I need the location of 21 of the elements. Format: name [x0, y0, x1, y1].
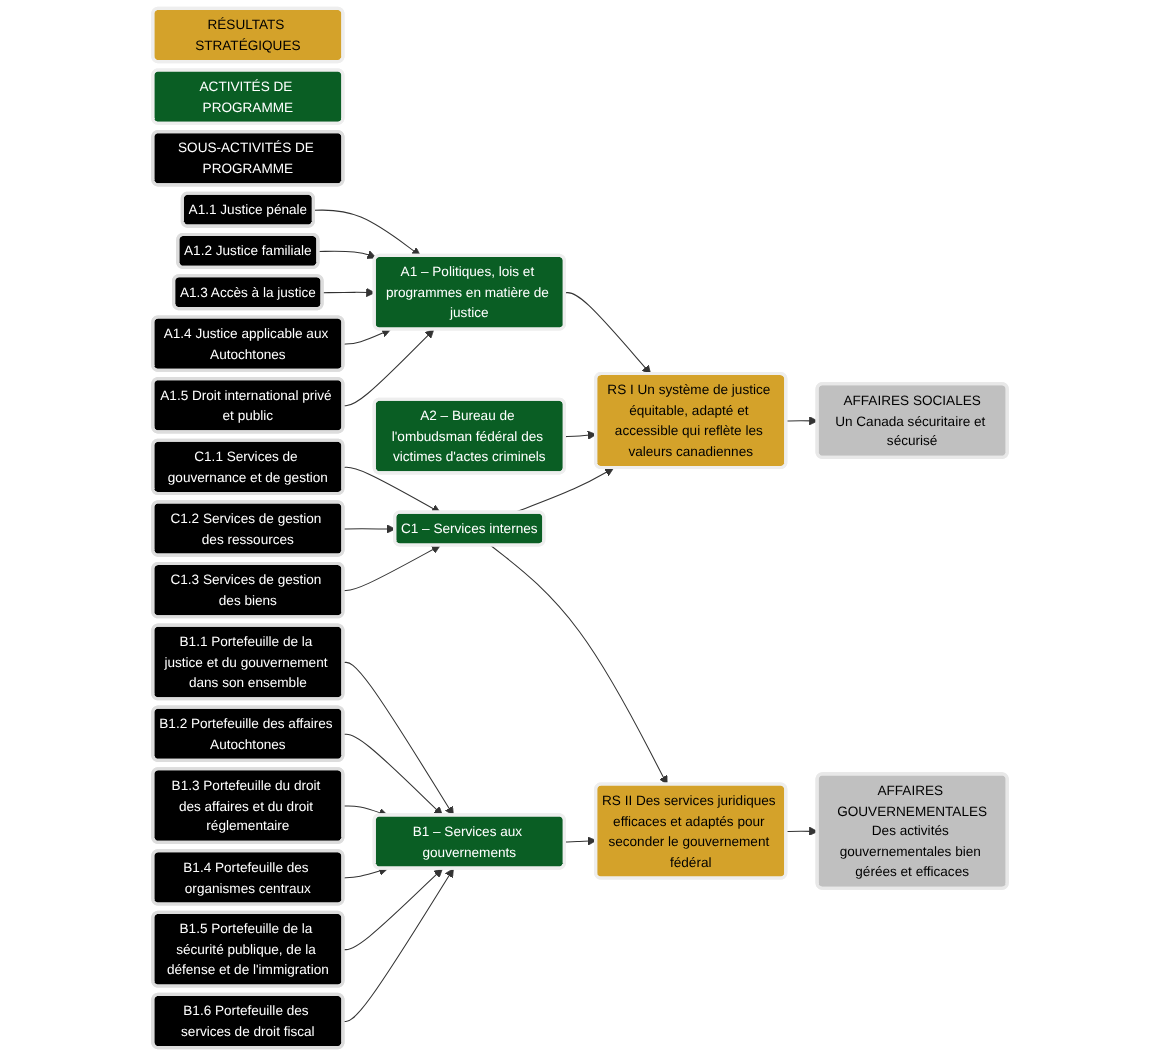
arrow — [317, 250, 377, 259]
arrow — [342, 733, 443, 816]
arrow — [342, 866, 389, 879]
arrow — [313, 209, 421, 257]
arrow — [564, 836, 597, 846]
arrow — [564, 430, 597, 440]
arrow — [342, 868, 454, 1023]
arrow — [342, 545, 441, 592]
arrow — [342, 868, 443, 951]
arrow — [564, 292, 652, 375]
arrow — [490, 545, 668, 785]
arrow — [342, 524, 396, 534]
arrow — [342, 329, 435, 407]
arrow — [785, 826, 819, 836]
arrow — [342, 661, 454, 816]
arrow — [322, 287, 376, 298]
arrow — [342, 328, 391, 345]
arrow — [513, 467, 614, 514]
arrow — [342, 805, 389, 818]
arrow — [785, 416, 819, 426]
arrow — [342, 466, 441, 513]
